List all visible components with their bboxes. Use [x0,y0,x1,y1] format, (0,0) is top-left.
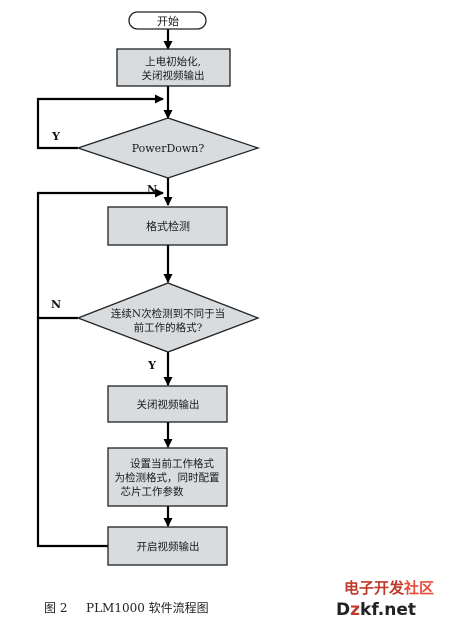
connectors [36,29,173,548]
close-output-box [107,385,228,423]
watermark-line1: 电子开发社区 [344,579,434,597]
init-label-line1: 上电初始化, [145,55,201,68]
loop-decision1-yes [36,94,164,150]
loop-open-output [36,318,108,548]
decision2-yes-label: Y [147,359,156,372]
decision1-no-label: N [147,183,157,196]
decision-powerdown-label: PowerDown? [132,142,205,155]
decision1-yes-label: Y [51,130,60,143]
start-label: 开始 [157,14,179,28]
config-label-line1: 设置当前工作格式 [130,457,214,470]
watermark-logo: 电子开发社区 Dzkf.net [336,579,434,620]
format-detect-box [107,206,228,246]
decision-format-change-line2: 前工作的格式? [134,321,203,334]
caption-title: PLM1000 软件流程图 [86,600,209,615]
config-label-line2: 为检测格式，同时配置 [115,471,220,484]
decision-format-change-line1: 连续N次检测到不同于当 [111,307,225,320]
caption-figure-number: 图 2 [44,601,67,615]
decision-powerdown [75,117,261,179]
decision2-no-label: N [51,298,61,311]
config-box [107,447,228,507]
decision-format-change [76,282,260,353]
watermark-line2: Dzkf.net [336,600,416,620]
open-output-label: 开启视频输出 [137,540,200,553]
init-box [116,48,231,87]
init-label-line2: 关闭视频输出 [142,69,205,82]
start-terminal [128,11,207,30]
loop-decision2-no [36,188,164,320]
config-label-line3: 芯片工作参数 [121,485,184,498]
close-output-label: 关闭视频输出 [137,398,200,411]
format-detect-label: 格式检测 [146,219,190,233]
open-output-box [107,526,228,566]
